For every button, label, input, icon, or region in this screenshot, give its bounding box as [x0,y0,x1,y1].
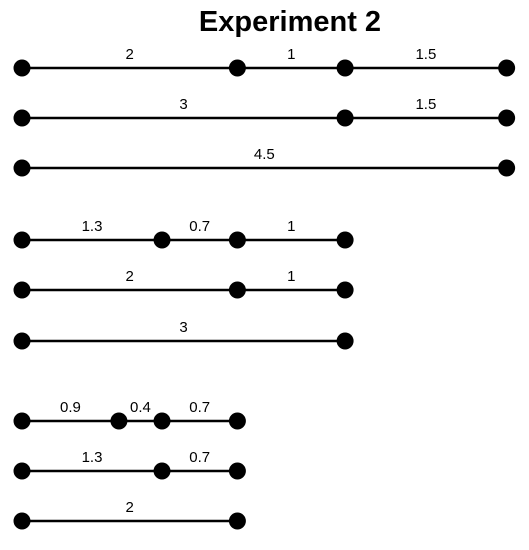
segment-length-label: 1 [287,268,295,285]
segment-node [228,231,246,249]
segment-length-label: 1.3 [82,449,103,466]
segment-length-label: 2 [126,268,134,285]
segment-node [228,462,246,480]
segment-length-label: 1.5 [415,46,436,63]
segment-length-label: 3 [179,319,187,336]
segment-node [13,412,31,430]
segment-length-label: 2 [126,499,134,516]
segment-node [228,281,246,299]
segment-node [13,332,31,350]
segment-node [153,412,171,430]
segment-node [153,462,171,480]
segment-length-label: 1.3 [82,218,103,235]
segment-node [13,512,31,530]
segment-node [228,59,246,77]
segment-node [228,512,246,530]
segment-row: 1.3 0.7 1 [13,218,354,249]
segment-length-label: 1 [287,46,295,63]
segment-node [336,59,354,77]
segment-node [13,159,31,177]
segment-node [13,462,31,480]
segment-length-label: 1 [287,218,295,235]
segment-node [336,231,354,249]
segment-node [13,59,31,77]
segment-length-label: 0.7 [189,399,210,416]
segment-row: 2 [13,499,246,530]
segment-row: 1.3 0.7 [13,449,246,480]
segment-length-label: 0.7 [189,449,210,466]
segment-length-label: 4.5 [254,146,275,163]
segment-length-label: 0.9 [60,399,81,416]
segment-row: 4.5 [13,146,516,177]
segment-node [336,281,354,299]
segment-node [498,59,516,77]
segment-length-label: 1.5 [415,96,436,113]
segment-length-label: 3 [179,96,187,113]
diagram-title: Experiment 2 [199,6,381,38]
segment-node [498,159,516,177]
segment-node [498,109,516,127]
segment-row: 0.9 0.4 0.7 [13,399,246,430]
segment-length-label: 0.4 [130,399,151,416]
segment-node [336,332,354,350]
segment-node [13,231,31,249]
segment-node [336,109,354,127]
segment-node [228,412,246,430]
segment-node [13,109,31,127]
segment-node [110,412,128,430]
segment-length-label: 0.7 [189,218,210,235]
segment-node [153,231,171,249]
segment-length-label: 2 [126,46,134,63]
segment-node [13,281,31,299]
segment-row: 3 [13,319,354,350]
